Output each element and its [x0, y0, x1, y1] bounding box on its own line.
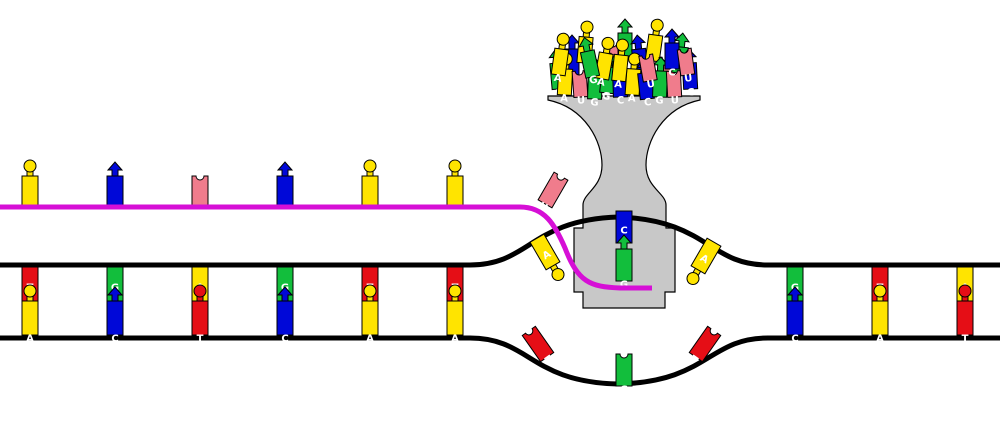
nucleotide-a: A: [361, 284, 379, 345]
nucleotide-label: G: [655, 95, 664, 106]
nucleotide-t: T: [956, 284, 974, 345]
nucleotide-label: U: [671, 95, 680, 106]
nucleotide-a: A: [361, 159, 379, 216]
nucleotide-label: A: [560, 93, 569, 104]
nucleotide-c: C: [276, 161, 294, 216]
nucleotide-label: A: [628, 93, 637, 105]
nucleotide-label: C: [791, 334, 798, 345]
nucleotide-label: U: [577, 95, 586, 107]
rna-incoming-base: U: [537, 171, 569, 214]
nucleotide-u: U: [537, 171, 569, 214]
nucleotide-label: A: [451, 205, 459, 216]
nucleotide-t: T: [521, 325, 556, 367]
active-site: CG: [615, 210, 633, 291]
nucleotide-label: A: [596, 77, 606, 89]
polymerase-funnel: [547, 95, 701, 309]
nucleotide-label: A: [451, 334, 459, 345]
nucleotide-label: U: [646, 79, 656, 91]
nucleotide-c: C: [276, 286, 294, 345]
nucleotide-label: G: [620, 280, 628, 291]
nucleotide-label: A: [876, 334, 884, 345]
nucleotide-label: A: [26, 334, 34, 345]
nucleotide-label: C: [111, 205, 118, 216]
dna-base-pairs: TAGCATGCTATAGCTAAT: [21, 266, 974, 345]
nucleotide-c: C: [106, 286, 124, 345]
nucleotide-t: T: [191, 284, 209, 345]
nucleotide-u: U: [676, 47, 696, 85]
nucleotide-g: G: [578, 36, 601, 87]
nucleotide-label: C: [687, 87, 695, 98]
nucleotide-a: A: [529, 233, 565, 282]
dna-coding-strand-bottom: [0, 335, 1000, 387]
nucleotide-a: A: [550, 32, 570, 85]
nucleotide-a: A: [446, 284, 464, 345]
nucleotide-a: A: [21, 284, 39, 345]
nucleotide-label: A: [26, 205, 34, 216]
nucleotide-label: A: [614, 79, 623, 91]
nucleotide-a: A: [611, 38, 629, 91]
nucleotide-label: C: [281, 334, 288, 345]
nucleotide-a: A: [21, 159, 39, 216]
nucleotide-pool: GCAUUGCAUGCAUGGCACGUAUAGCAU: [548, 18, 699, 109]
nucleotide-label: T: [197, 334, 204, 345]
rna-polymerase: [547, 95, 701, 309]
nucleotide-label: U: [196, 205, 204, 216]
nucleotide-a: A: [871, 284, 889, 345]
nucleotide-u: U: [638, 53, 658, 91]
nucleotide-label: G: [602, 91, 611, 103]
nucleotide-label: G: [620, 385, 628, 396]
nucleotide-label: A: [553, 73, 562, 85]
nucleotide-g: G: [615, 234, 633, 291]
nucleotide-label: C: [281, 205, 288, 216]
nucleotide-label: C: [617, 95, 625, 106]
nucleotide-label: T: [962, 334, 969, 345]
nucleotide-label: G: [590, 97, 599, 108]
nucleotide-label: C: [111, 334, 118, 345]
nucleotide-u: U: [571, 70, 589, 107]
nucleotide-label: A: [366, 205, 374, 216]
rna-transcript-strand: [0, 204, 652, 291]
nucleotide-u: U: [191, 175, 209, 216]
nucleotide-a: A: [446, 159, 464, 216]
nucleotide-label: C: [668, 68, 675, 79]
dna-template-strand-top: [0, 214, 1000, 268]
nucleotide-u: U: [665, 70, 683, 107]
nucleotide-a: A: [624, 52, 642, 105]
nucleotide-g: G: [615, 353, 633, 396]
nucleotide-c: C: [786, 286, 804, 345]
nucleotide-label: A: [366, 334, 374, 345]
nucleotide-label: U: [684, 73, 694, 85]
nucleotide-label: C: [620, 226, 627, 237]
nucleotide-label: C: [644, 97, 652, 109]
nucleotide-label: G: [588, 74, 598, 86]
nucleotide-a: A: [686, 237, 722, 286]
